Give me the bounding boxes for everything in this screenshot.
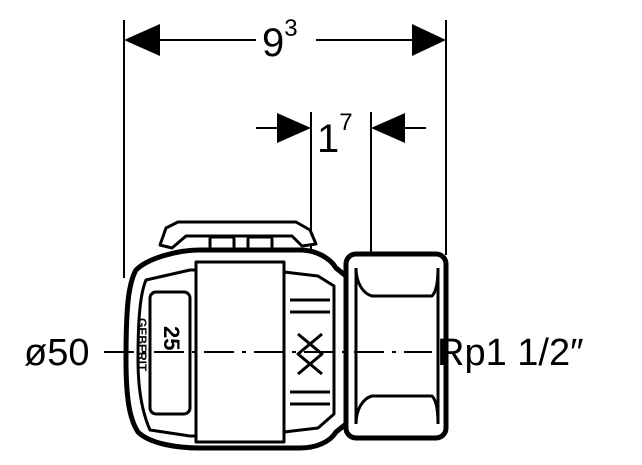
dimension-overall-length: 93 bbox=[124, 15, 446, 65]
connection-offset-label: 17 bbox=[317, 109, 353, 161]
arrowhead-left bbox=[124, 24, 160, 56]
pipe-diameter-label: ø50 bbox=[24, 332, 89, 374]
connection-offset-sup: 7 bbox=[339, 109, 352, 136]
brand-marking: GEBERIT bbox=[135, 318, 149, 372]
arrowhead-right bbox=[412, 24, 446, 56]
size-marking: 25 bbox=[159, 326, 184, 350]
overall-length-label: 93 bbox=[262, 15, 298, 65]
overall-length-sup: 3 bbox=[284, 15, 297, 42]
thread-size-label: Rp1 1/2″ bbox=[437, 332, 584, 374]
hex-nut bbox=[343, 251, 449, 441]
overall-length-base: 9 bbox=[262, 21, 284, 65]
clamp-top bbox=[158, 220, 318, 250]
arrowhead-offset-left bbox=[277, 113, 311, 143]
dimension-connection-offset: 17 bbox=[256, 109, 426, 161]
extension-lines bbox=[123, 20, 447, 340]
connection-offset-base: 1 bbox=[317, 117, 339, 161]
arrowhead-offset-right bbox=[371, 113, 405, 143]
direction-arrow bbox=[296, 332, 324, 376]
